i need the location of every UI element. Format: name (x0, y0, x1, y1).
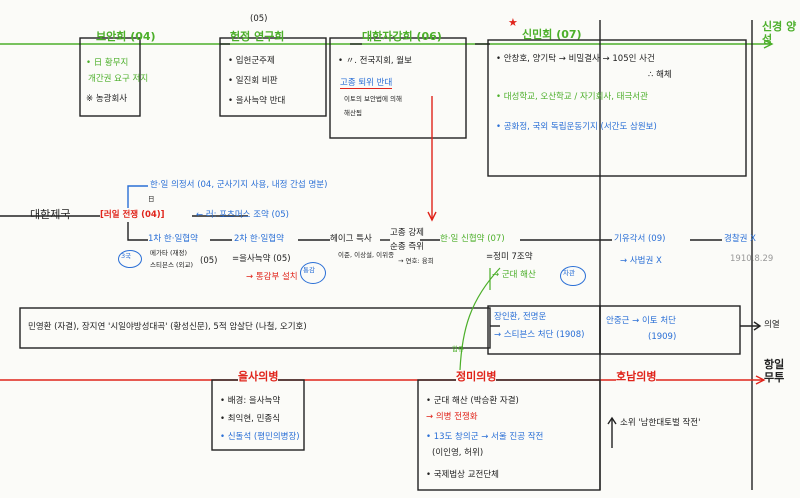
gundae-haesan: → 군대 해산 (492, 270, 536, 280)
boanhoe-item: 개간권 요구 저지 (88, 74, 149, 84)
sinminhoe-title: 신민회 (07) (522, 28, 582, 41)
hyeonjeong-item: • 입헌군주제 (228, 56, 275, 66)
jaganghoe-sub: 해산됨 (344, 109, 362, 117)
jeongmi-item: → 의병 전쟁화 (426, 412, 478, 422)
eulsa-item: • 최익현, 민종식 (220, 414, 281, 424)
jaganghoe-highlight: 고종 퇴위 반대 (340, 78, 393, 90)
uiyeol-label: 의열 (764, 320, 780, 330)
gundae-tag-circle (560, 266, 586, 286)
hyeonjeong-item: • 일진회 비판 (228, 76, 278, 86)
gojong-label: 고종 강제 (390, 228, 424, 238)
ilcha-sub: 메가타 (재정) (150, 249, 188, 257)
gundae-tag: 차관 (563, 269, 575, 277)
ilcha-num: (05) (200, 256, 218, 266)
jaganghoe-title: 대한자강회 (06) (362, 30, 442, 43)
gojong-sub: → 연호: 융희 (398, 257, 434, 265)
hyeonjeong-item: • 을사늑약 반대 (228, 96, 286, 106)
jeongmi-item: • 13도 창의군 → 서울 진공 작전 (426, 432, 544, 442)
giyu-gakseo: 기유각서 (09) (614, 234, 666, 244)
star-icon: ★ (508, 16, 518, 29)
people-line: 민영환 (자결), 장지연 '시일야방성대곡' (황성신문), 5적 암살단 (… (28, 322, 307, 332)
merge-label: 합류 (452, 345, 464, 353)
date-label: 1910.8.29 (730, 254, 774, 264)
boanhoe-item: • 日 황무지 (86, 58, 129, 68)
icha-hyeopyak: 2차 한·일협약 (234, 234, 284, 244)
tag-circle (300, 262, 326, 284)
anjunggeun-line: 안중근 → 이토 처단 (606, 316, 676, 326)
jaganghoe-item: • 〃. 전국지회, 월보 (338, 56, 412, 66)
hanil-uiseo: 한·일 의정서 (04, 군사기지 사용, 내정 간섭 명분) (150, 180, 328, 190)
ilcha-hyeopyak: 1차 한·일협약 (148, 234, 198, 244)
sinminhoe-item: • 대성학교, 오산학교 / 자기회사, 태극서관 (496, 92, 648, 102)
eulsa-item: • 신돌석 (평민의병장) (220, 432, 300, 442)
heiggu-teuksa: 헤이그 특사 (330, 234, 372, 244)
tongam-label: → 통감부 설치 (246, 272, 298, 282)
jeongmi-hyeopyak: 한·일 신협약 (07) (440, 234, 505, 244)
eulsa-item: • 배경: 을사늑약 (220, 396, 281, 406)
jeongmi-item: • 군대 해산 (박승환 자결) (426, 396, 519, 406)
heiggu-sub: 이준, 이상설, 이위종 (338, 251, 395, 259)
jaganghoe-sub: 이토의 보안법에 의해 (344, 95, 402, 103)
daehanjeguk-label: 대한제국 (30, 208, 71, 221)
hanil-mark: 日 (148, 195, 155, 203)
eulsa-treaty: =을사늑약 (05) (232, 254, 291, 264)
janginhwan-line: → 스티븐스 처단 (1908) (494, 330, 585, 340)
honam-sub: 소위 '남한대토벌 작전' (620, 418, 701, 428)
tag-tonggam: 통감 (303, 266, 315, 274)
boanhoe-title: 보안회 (04) (96, 30, 156, 43)
jeongmi-item: • 국제법상 교전단체 (426, 470, 499, 480)
jeongmi-uibyeong-title: 정미의병 (456, 370, 497, 384)
jeongmi-item: (이인영, 허위) (432, 448, 484, 458)
anjunggeun-line: (1909) (648, 332, 677, 342)
boanhoe-item: ※ 농광회사 (86, 94, 128, 104)
hangil-label: 항일 무투 (764, 358, 785, 385)
gyeongchal-label: 경찰권 X (724, 234, 756, 244)
sinminhoe-item: ∴ 해체 (648, 70, 672, 80)
gogeon-circle (118, 250, 142, 268)
ilcha-sub: 스티븐스 (외교) (150, 261, 194, 269)
sabeop-label: → 사법권 X (620, 256, 662, 266)
hyeonjeong-title: 헌정 연구회 (230, 30, 285, 43)
right-label-top: 신경 양성 (762, 20, 797, 47)
janginhwan-line: 장인환, 전명운 (494, 312, 547, 322)
gojong-label: 순종 즉위 (390, 242, 424, 252)
sinminhoe-item: • 안창호, 양기탁 → 비밀결사 → 105인 사건 (496, 54, 655, 64)
hyeonjeong-num: (05) (250, 14, 268, 24)
gogeon-label: 3국 (121, 252, 132, 260)
giyak-war: [러일 전쟁 (04)] (100, 210, 165, 220)
eulsa-uibyeong-title: 을사의병 (238, 370, 279, 384)
honam-uibyeong-title: 호남의병 (616, 370, 657, 384)
sinminhoe-item: • 공화정, 국외 독립운동기지 (서간도 삼원보) (496, 122, 657, 132)
portsmouth-arrow: ← 러: 포츠머스 조약 (05) (196, 210, 289, 220)
jeongmi-sub: =정미 7조약 (486, 252, 533, 262)
